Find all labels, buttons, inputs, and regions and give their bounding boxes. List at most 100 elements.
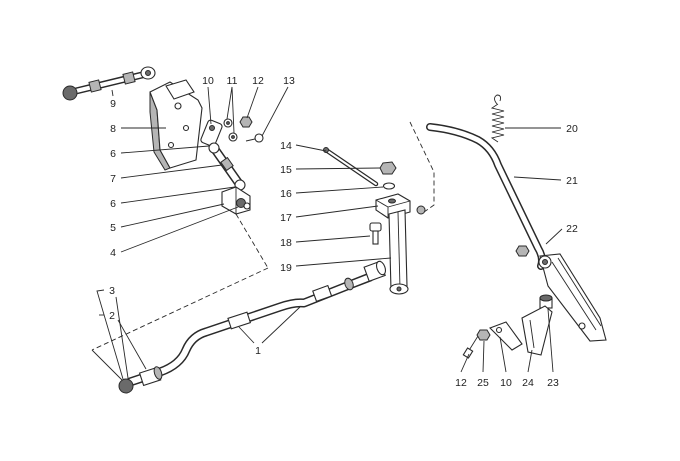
leader-3-a xyxy=(96,289,124,380)
part-20-spring xyxy=(490,94,505,143)
leader-18 xyxy=(295,235,371,243)
part-12-lower-bolt xyxy=(462,335,479,359)
callout-7: 7 xyxy=(110,173,116,185)
callout-21: 21 xyxy=(566,175,578,187)
part-12-nut-upper xyxy=(239,116,253,128)
part-17-block-hole xyxy=(388,198,396,204)
part-13-bolt-head xyxy=(254,133,264,143)
part-22-bracket-rib-b xyxy=(557,257,602,327)
callout-18: 18 xyxy=(280,237,292,249)
part-22-bracket-hole xyxy=(578,322,586,330)
part-24-bracket-body xyxy=(521,305,553,356)
part-18-bolt-shaft xyxy=(372,230,379,245)
part-7-link xyxy=(209,143,245,190)
part-9-nut-left xyxy=(88,79,102,93)
callout-12-upper: 12 xyxy=(252,75,264,87)
leader-17 xyxy=(295,205,379,218)
part-24-bracket xyxy=(521,305,553,356)
leader-2-b xyxy=(117,319,147,370)
part-23-bushing-top xyxy=(539,294,553,302)
part-6-ball-joint-upper xyxy=(208,142,220,154)
callout-24: 24 xyxy=(522,377,534,389)
callout-13: 13 xyxy=(283,75,295,87)
leader-lines xyxy=(96,86,563,380)
leader-24 xyxy=(527,349,533,373)
leader-19 xyxy=(295,257,392,267)
callout-8: 8 xyxy=(110,123,116,135)
part-23-bushing xyxy=(539,294,553,309)
assembly-line-middle xyxy=(409,121,435,213)
part-1-end-cap xyxy=(375,260,387,276)
leader-10-lower xyxy=(499,336,507,373)
part-13-bolt xyxy=(245,133,264,143)
leader-1-b xyxy=(261,306,301,344)
leader-12-lower xyxy=(460,353,470,373)
part-17-block-edge-a xyxy=(375,199,389,208)
part-10-lever-body xyxy=(200,119,223,147)
part-22-pivot-nut xyxy=(515,245,530,257)
assembly-line-upper xyxy=(235,213,269,269)
callout-4: 4 xyxy=(110,247,116,259)
part-1-shift-rod xyxy=(125,260,387,387)
callout-14: 14 xyxy=(280,140,292,152)
part-10-lever xyxy=(200,119,223,147)
part-1-rod-body xyxy=(127,274,373,385)
callout-1: 1 xyxy=(255,345,261,357)
part-9-socket-hole xyxy=(145,70,151,76)
part-16-washer xyxy=(382,182,396,190)
part-20-spring-coil xyxy=(490,103,505,143)
leader-3-b xyxy=(115,296,129,379)
callout-16: 16 xyxy=(280,188,292,200)
part-21-arm-body xyxy=(427,124,545,269)
part-17-side-nut xyxy=(416,205,426,215)
part-8-bracket-plate xyxy=(149,79,203,171)
leader-9 xyxy=(111,89,114,97)
leader-11 xyxy=(226,86,235,134)
assembly-line-lower xyxy=(91,267,269,351)
part-10-lower-bracket xyxy=(489,321,523,351)
callout-10-upper: 10 xyxy=(202,75,214,87)
leader-12-upper xyxy=(246,86,259,119)
callout-5: 5 xyxy=(110,222,116,234)
callout-25: 25 xyxy=(477,377,489,389)
part-19-column-pin xyxy=(396,286,402,292)
part-8-hole-top xyxy=(174,102,182,110)
callout-20: 20 xyxy=(566,123,578,135)
leader-16 xyxy=(295,186,384,194)
leader-1-a xyxy=(238,326,255,344)
part-3-ball-end xyxy=(118,378,134,394)
callout-9: 9 xyxy=(110,98,116,110)
part-14-rod-end xyxy=(323,147,329,153)
callout-11: 11 xyxy=(227,75,238,87)
part-25-nut xyxy=(476,329,491,341)
part-21-pedal-arm xyxy=(426,123,546,270)
part-11-washer-upper-hole xyxy=(226,121,230,125)
leader-6-upper xyxy=(120,145,210,154)
callout-6-upper: 6 xyxy=(110,148,116,160)
leader-7 xyxy=(120,164,223,179)
leader-25 xyxy=(482,340,485,373)
assembly-line-end xyxy=(91,349,123,381)
callout-19: 19 xyxy=(280,262,292,274)
part-1-boot xyxy=(344,277,354,291)
part-2-boot-rim xyxy=(153,366,163,380)
callout-22: 22 xyxy=(566,223,578,235)
part-10-lower-bracket-hole xyxy=(495,326,503,334)
part-24-bracket-edge xyxy=(529,319,535,349)
part-9-nut-right xyxy=(122,71,136,85)
part-17-block-edge-b xyxy=(387,200,411,208)
part-10-lower-bracket-body xyxy=(489,321,523,351)
leader-23 xyxy=(547,308,554,373)
part-9-link-rod xyxy=(62,66,156,101)
part-10-lever-hole xyxy=(209,125,215,131)
callout-6-lower: 6 xyxy=(110,198,116,210)
leader-15 xyxy=(295,167,381,170)
callout-labels: 9 10 11 12 13 8 6 7 6 5 4 14 15 16 17 18… xyxy=(109,75,578,389)
part-13-bolt-shaft xyxy=(245,138,256,142)
part-15-nut xyxy=(379,161,397,175)
part-8-hole-bottom xyxy=(167,141,175,149)
leader-13 xyxy=(261,86,289,137)
part-18-bolt xyxy=(369,222,382,245)
part-22-bracket-rib-a xyxy=(551,261,597,331)
callout-23: 23 xyxy=(547,377,559,389)
